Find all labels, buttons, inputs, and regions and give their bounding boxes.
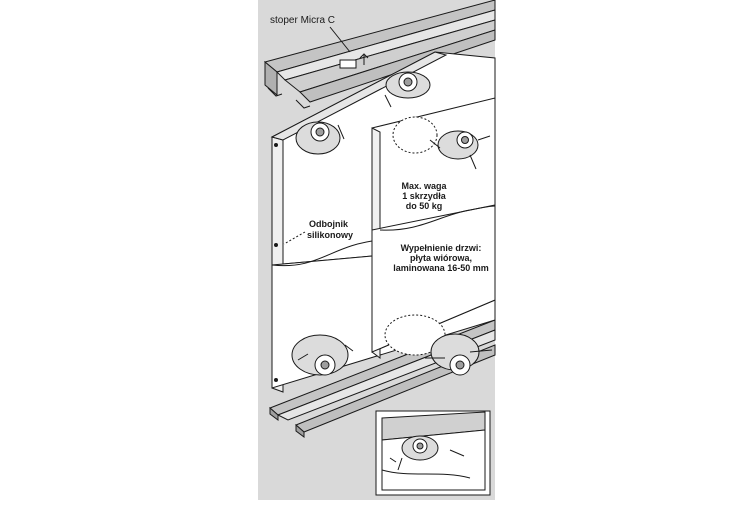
weight-label-line3: do 50 kg: [406, 201, 443, 211]
bottom-roller-front: [384, 314, 493, 376]
bumper-label-line2: silikonowy: [307, 230, 353, 240]
stopper-label: stoper Micra C: [270, 15, 335, 26]
inset-detail: [375, 410, 491, 496]
top-roller-center: [384, 71, 431, 108]
fill-label-line2: płyta wiórowa,: [410, 253, 472, 263]
weight-label-line1: Max. waga: [401, 181, 447, 191]
top-roller-rear: [295, 121, 345, 155]
top-rail: [263, 0, 496, 109]
bottom-roller-rear: [291, 334, 354, 376]
fill-label-line1: Wypełnienie drzwi:: [401, 243, 482, 253]
weight-label-line2: 1 skrzydła: [402, 191, 447, 201]
bumper-leader-line: [283, 231, 306, 245]
door-panel-front: [371, 97, 496, 359]
bumper-label-line1: Odbojnik: [309, 219, 349, 229]
fill-label-line3: laminowana 16-50 mm: [393, 263, 489, 273]
top-roller-front: [392, 116, 491, 170]
stopper-marker: [329, 26, 369, 69]
